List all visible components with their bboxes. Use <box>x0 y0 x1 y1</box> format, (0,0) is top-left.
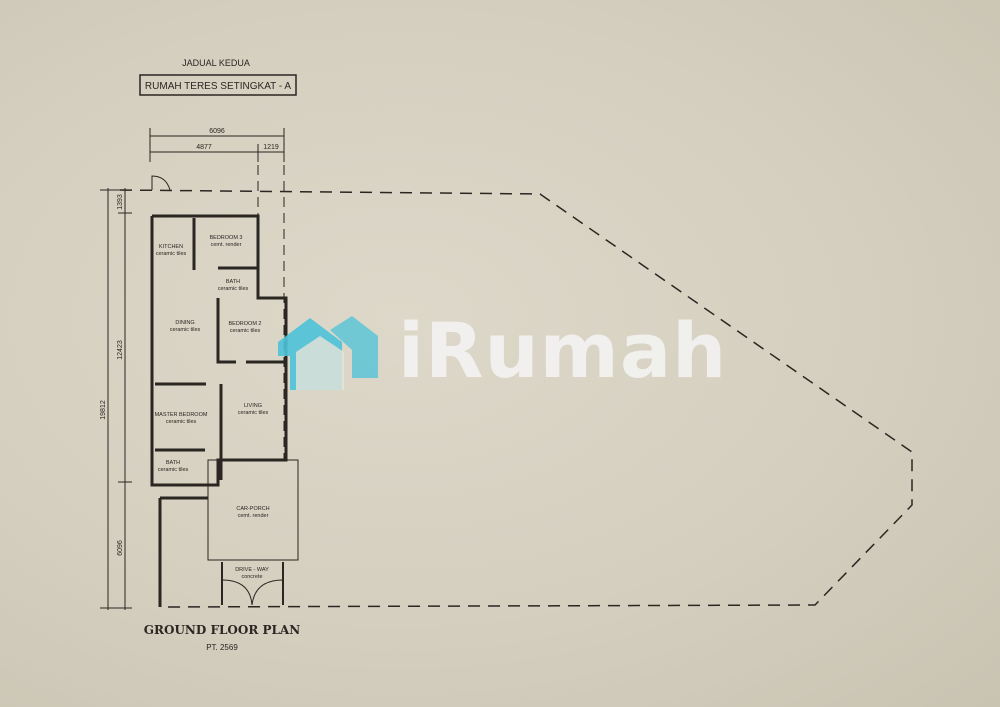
svg-text:ceramic tiles: ceramic tiles <box>166 419 197 425</box>
house-type: RUMAH TERES SETINGKAT - A <box>145 81 291 92</box>
lot-boundary <box>119 189 913 608</box>
svg-text:cemt. render: cemt. render <box>238 513 269 519</box>
dim-depth-house: 12423 <box>117 340 124 360</box>
dim-depth-front: 6096 <box>117 540 124 556</box>
title-box <box>139 74 297 96</box>
svg-text:ceramic tiles: ceramic tiles <box>170 327 201 333</box>
svg-text:BEDROOM 2: BEDROOM 2 <box>228 321 261 327</box>
gate <box>221 579 284 606</box>
svg-text:BATH: BATH <box>226 279 240 285</box>
dim-depth-top: 1393 <box>117 194 124 210</box>
plan-title: GROUND FLOOR PLAN <box>144 623 300 637</box>
svg-text:CAR-PORCH: CAR-PORCH <box>236 506 269 512</box>
dim-depth-total: 19812 <box>100 400 107 420</box>
dim-main-width: 4877 <box>196 144 212 151</box>
svg-text:cemt. render: cemt. render <box>211 242 242 248</box>
house-icon <box>278 316 378 390</box>
svg-text:LIVING: LIVING <box>244 403 262 409</box>
dim-side-width: 1219 <box>263 144 279 151</box>
svg-text:ceramic tiles: ceramic tiles <box>230 328 261 334</box>
svg-text:ceramic tiles: ceramic tiles <box>238 410 269 416</box>
watermark-text: iRumah <box>398 306 728 395</box>
lot-number: PT. 2569 <box>206 643 238 652</box>
dim-total-width: 6096 <box>209 128 225 135</box>
svg-text:BEDROOM 3: BEDROOM 3 <box>209 235 242 241</box>
svg-text:DRIVE - WAY: DRIVE - WAY <box>235 567 269 573</box>
svg-text:ceramic tiles: ceramic tiles <box>158 467 189 473</box>
svg-text:ceramic tiles: ceramic tiles <box>218 286 249 292</box>
svg-text:BATH: BATH <box>166 460 180 466</box>
svg-text:ceramic tiles: ceramic tiles <box>156 251 187 257</box>
svg-text:DINING: DINING <box>175 320 194 326</box>
schedule-title: JADUAL KEDUA <box>182 58 250 68</box>
car-porch-slab <box>207 459 299 561</box>
svg-text:KITCHEN: KITCHEN <box>159 244 183 250</box>
svg-text:concrete: concrete <box>241 574 262 580</box>
svg-text:MASTER BEDROOM: MASTER BEDROOM <box>155 412 208 418</box>
side-dimensions <box>100 188 132 610</box>
top-dimensions <box>149 128 285 162</box>
